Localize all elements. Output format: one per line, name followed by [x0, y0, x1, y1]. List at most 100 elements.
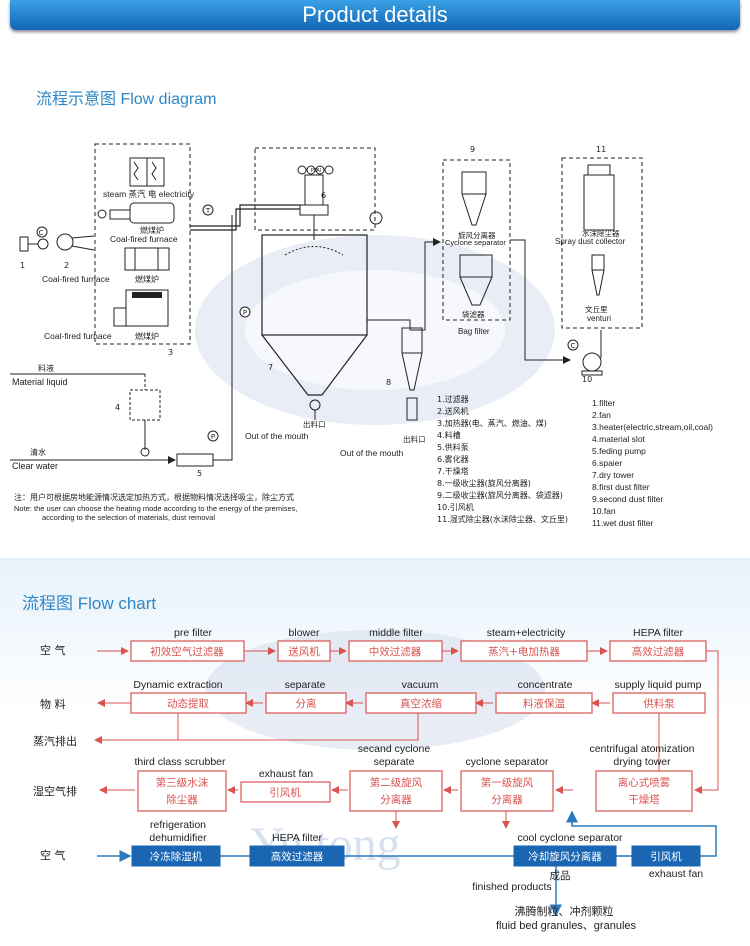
step-en: blower: [289, 627, 320, 639]
num-11: 11: [596, 145, 606, 154]
spray-en: Spray dust collector: [555, 237, 626, 246]
row-label-material: 物 料: [40, 697, 66, 711]
step-cn: 冷却旋风分离器: [528, 850, 602, 863]
product-cn: 成品: [550, 870, 571, 882]
step-cn: 初效空气过滤器: [150, 645, 224, 658]
legend-en-item: 6.spaier: [592, 458, 622, 468]
step-cn: 第二级旋风: [370, 776, 423, 789]
out1-cn: 出料口: [303, 419, 326, 429]
label-coal-en-2: Coal-fired furnace: [42, 274, 110, 284]
row1-step-1: pre filter 初效空气过滤器: [130, 627, 245, 662]
t-mark: T: [205, 207, 211, 215]
legend-cn-item: 2.送风机: [437, 406, 469, 416]
t-mark-circle: [202, 204, 214, 216]
step-en: cool cyclone separator: [517, 832, 623, 844]
material-cn: 料液: [38, 363, 54, 373]
step-en: middle filter: [369, 627, 423, 639]
step-en: exhaust fan: [649, 868, 703, 880]
exhaust-fan-icon: [567, 330, 603, 376]
step-en: HEPA filter: [272, 832, 322, 844]
legend-cn-item: 8.一级收尘器(旋风分离器): [437, 478, 531, 488]
step-cn: 供料泵: [643, 697, 675, 710]
legend-cn-item: 10.引风机: [437, 502, 474, 512]
bag-filter-icon: [459, 254, 493, 306]
material-slot-icon: [129, 389, 161, 457]
first-cyclone-icon: [401, 327, 423, 421]
row-label-wet-air: 湿空气排: [33, 784, 77, 798]
flow-chart-title: 流程图 Flow chart: [22, 594, 157, 613]
step-cn: 第一级旋风: [481, 776, 534, 789]
row2-step-1: Dynamic extraction 动态提取: [130, 679, 247, 714]
venturi-icon: [591, 254, 605, 296]
row1-step-2: blower 送风机: [277, 627, 331, 662]
row3-step-4: cyclone separator 第一级旋风 分离器: [460, 756, 554, 812]
spray-cn: 水沫除尘器: [582, 228, 620, 238]
row2-step-5: supply liquid pump 供料泵: [612, 679, 706, 714]
num-3: 3: [168, 348, 173, 357]
note-en-2: according to the selection of materials,…: [42, 513, 215, 522]
coal-furnace-icon-2: [124, 247, 170, 271]
atomizer-dashed-box: [254, 147, 376, 231]
coal-furnace-icon-3: [113, 289, 169, 327]
header-banner: Product details: [10, 0, 740, 30]
cyclone-cn: 旋风分离器: [458, 230, 496, 240]
legend-en-item: 10.fan: [592, 506, 616, 516]
c-mark-1: C: [39, 229, 44, 237]
legend-en: 1.filter 2.fan 3.heater(electric,stream,…: [592, 398, 713, 528]
step-en: separate: [374, 756, 415, 768]
wet-dust-box: [561, 157, 643, 329]
step-cn: 冷冻除湿机: [150, 850, 203, 863]
legend-cn-item: 1.过滤器: [437, 394, 469, 404]
num-1: 1: [20, 261, 25, 270]
row3-step-3: secand cyclone separate 第二级旋风 分离器: [349, 743, 443, 812]
finished-products: 成品 finished products 沸腾制粒、冲剂颗粒 fluid bed…: [472, 870, 636, 932]
cyclone-en: Cyclone separator: [445, 238, 506, 247]
coal-furnace-icon-1: [97, 202, 175, 224]
step-en: Dynamic extraction: [133, 679, 222, 691]
row2-step-2: separate 分离: [265, 679, 347, 714]
watermark-logo: [195, 235, 555, 425]
note-en-1: Note: the user can choose the heating mo…: [14, 504, 298, 513]
row3-step-5: centrifugal atomization drying tower 离心式…: [589, 743, 695, 812]
row1-step-5: HEPA filter 高效过滤器: [609, 627, 707, 662]
row1-step-4: steam+electricity 蒸汽+电加热器: [460, 627, 588, 662]
legend-en-item: 3.heater(electric,stream,oil,coal): [592, 422, 713, 432]
p-mark-1: P: [243, 309, 247, 317]
product-en2: fluid bed granules、granules: [496, 920, 637, 932]
page-title: Product details: [302, 2, 448, 27]
flow-chart-section: [0, 558, 750, 946]
legend-cn-item: 7.干燥塔: [437, 466, 469, 476]
heater-dashed-box: [94, 143, 191, 345]
legend-cn-item: 5.供料泵: [437, 442, 469, 452]
step-en: dehumidifier: [149, 832, 207, 844]
note-cn: 注：用户可根据房地能源情况选定加热方式，根据物料情况选择吸尘，除尘方式: [14, 492, 294, 502]
step-cn: 动态提取: [167, 697, 209, 710]
step-cn: 离心式喷雾: [618, 776, 671, 789]
row2-step-4: concentrate 料液保温: [495, 679, 593, 714]
label-coal-cn-3: 燃煤炉: [135, 331, 159, 341]
legend-cn-item: 6.雾化器: [437, 454, 469, 464]
legend-cn-item: 3.加热器(电、蒸汽、燃油、煤): [437, 418, 547, 428]
step-cn: 分离: [296, 697, 317, 710]
water-cn: 清水: [30, 447, 46, 457]
legend-en-item: 2.fan: [592, 410, 611, 420]
num-5: 5: [197, 469, 202, 478]
label-coal-en-3: Coal-fired furnace: [44, 331, 112, 341]
c-mark-2: C: [571, 342, 576, 350]
step-en: exhaust fan: [259, 768, 313, 780]
step-cn: 第三级水沫: [156, 776, 209, 789]
row4-step-2: HEPA filter 高效过滤器: [249, 832, 345, 867]
step-cn: 高效过滤器: [632, 645, 685, 658]
legend-en-item: 8.first dust filter: [592, 482, 650, 492]
air-duct-line: [190, 204, 300, 227]
p-mark-2: P: [211, 433, 215, 441]
legend-cn-item: 11.湿式除尘器(水沫除尘器、文丘里): [437, 514, 568, 524]
bag-cn: 袋滤器: [462, 309, 485, 319]
label-coal-cn-1: 燃煤炉: [140, 225, 164, 235]
step-cn: 蒸汽+电加热器: [488, 645, 560, 658]
electric-heater-icon: [129, 157, 165, 187]
step-en: cyclone separator: [466, 756, 549, 768]
p-mark-circle-2: [207, 430, 219, 442]
row3-step-1: third class scrubber 第三级水沫 除尘器: [134, 756, 227, 812]
pipe-to-cyclone: [410, 238, 441, 331]
